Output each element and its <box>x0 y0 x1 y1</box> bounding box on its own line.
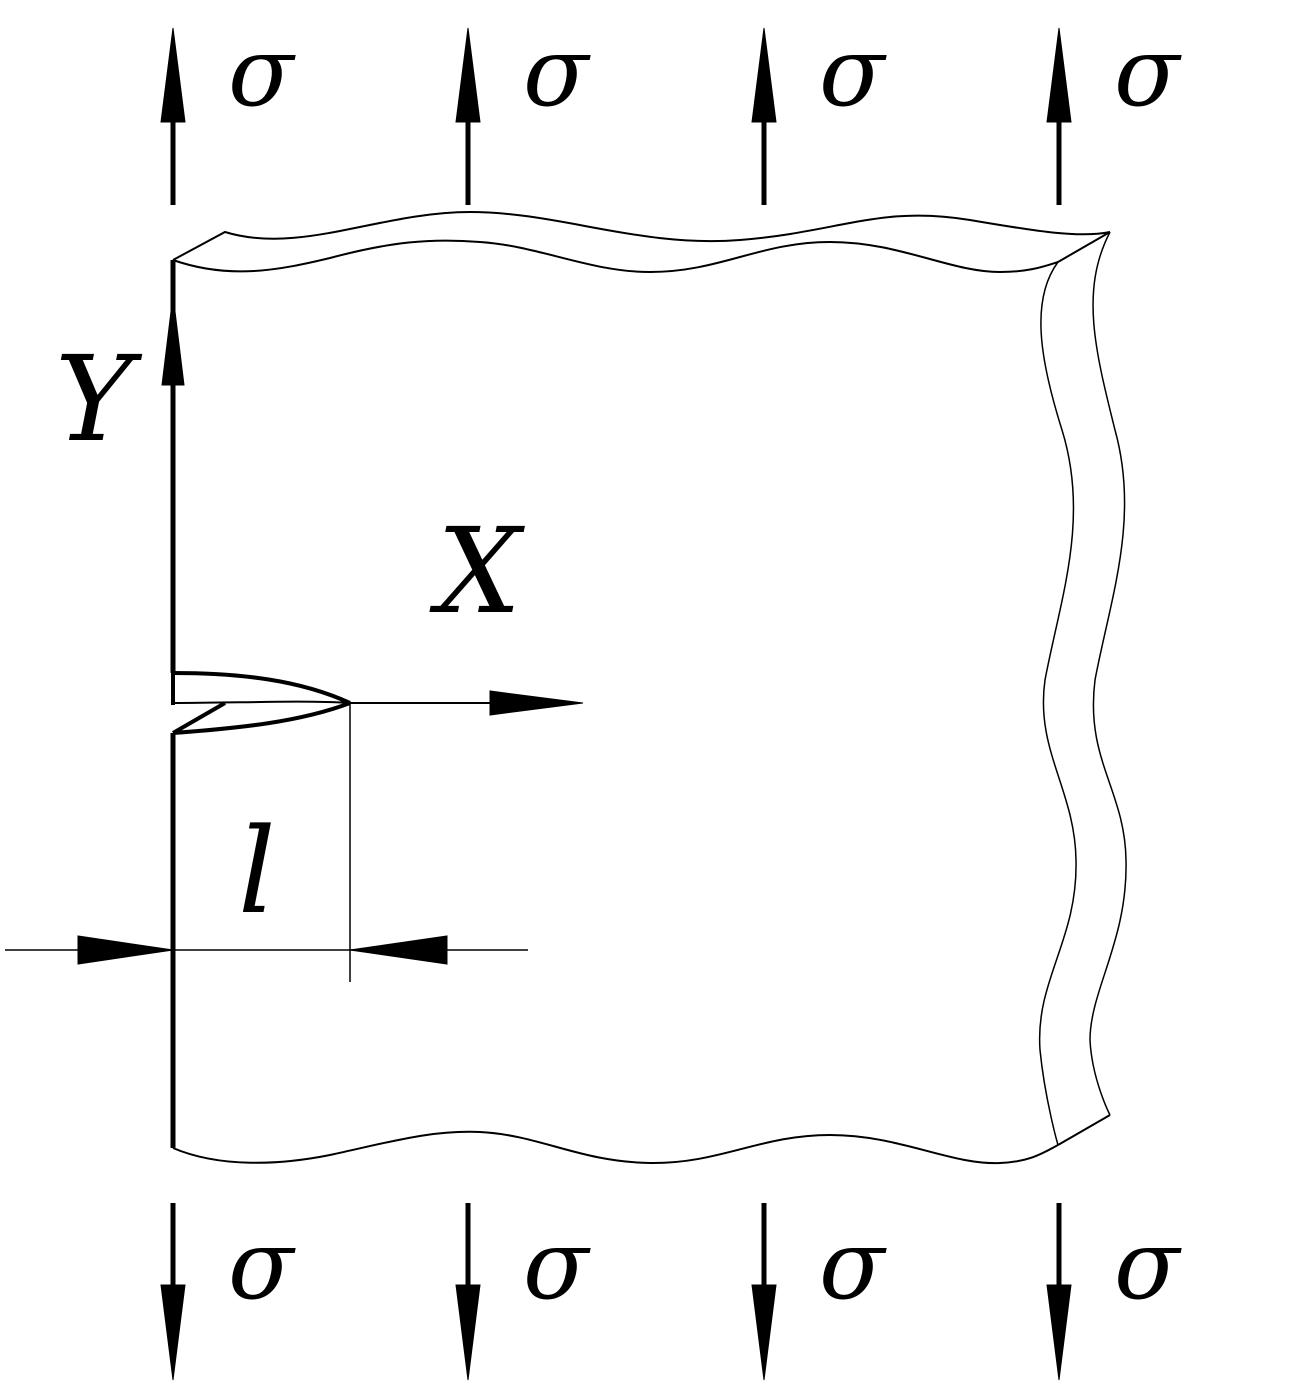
dimension-arrow-left <box>77 935 174 965</box>
sigma-label-bottom-4: σ <box>1114 1209 1182 1321</box>
bottom-arrow-4 <box>1046 1203 1072 1381</box>
crack-lower-face <box>172 701 351 735</box>
y-axis <box>161 294 185 705</box>
bottom-stress-arrows <box>160 1203 1072 1381</box>
top-stress-arrows <box>160 27 1072 205</box>
plate-right-edge-back <box>1089 231 1127 1116</box>
sigma-label-bottom-3: σ <box>819 1209 887 1321</box>
sigma-label-top-3: σ <box>819 16 887 128</box>
bottom-arrow-3 <box>751 1203 777 1381</box>
plate <box>170 210 1127 1165</box>
crack-length-label: l <box>238 802 276 940</box>
plate-top-edge-front <box>172 239 1059 274</box>
sigma-label-bottom-2: σ <box>523 1209 591 1321</box>
sigma-label-top-1: σ <box>228 16 296 128</box>
edge-crack <box>172 671 351 735</box>
bottom-arrow-1 <box>160 1203 186 1381</box>
plate-bottom-edge <box>172 1130 1059 1165</box>
crack-upper-face <box>172 671 351 705</box>
top-arrow-1 <box>160 27 186 205</box>
crack-upper-face-inner <box>172 700 351 704</box>
plate-top-edge-back <box>172 210 1111 261</box>
plate-right-edge-front <box>1038 261 1077 1146</box>
sigma-label-top-4: σ <box>1114 16 1182 128</box>
plate-bottom-right-corner <box>1057 1114 1111 1146</box>
y-axis-label: Y <box>55 330 143 468</box>
sigma-label-bottom-1: σ <box>228 1209 296 1321</box>
top-arrow-4 <box>1046 27 1072 205</box>
x-axis-label: X <box>429 502 525 640</box>
top-arrow-2 <box>455 27 481 205</box>
sigma-label-top-2: σ <box>523 16 591 128</box>
dimension-arrow-right <box>349 935 448 965</box>
plate-top-right-corner <box>1057 231 1111 263</box>
crack-length-dimension <box>5 703 528 982</box>
x-axis <box>350 690 584 716</box>
crack-bevel <box>172 701 226 735</box>
bottom-arrow-2 <box>455 1203 481 1381</box>
top-arrow-3 <box>751 27 777 205</box>
